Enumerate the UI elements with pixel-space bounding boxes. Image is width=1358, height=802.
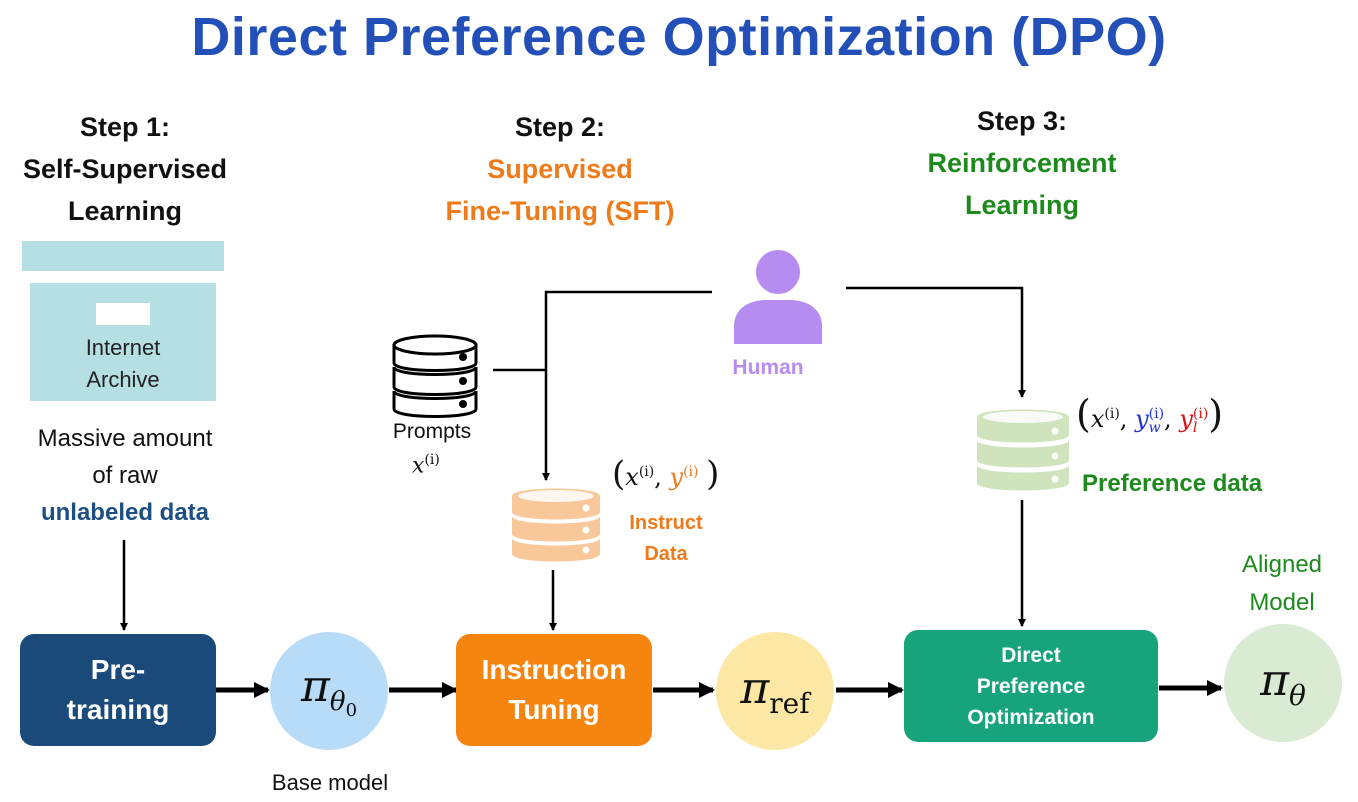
paren-close: ) xyxy=(706,454,720,494)
base-pi: π xyxy=(300,660,330,712)
instruct-tuple: (x(i), y(i) ) xyxy=(612,454,719,494)
tuple-y-sup: (i) xyxy=(683,464,699,480)
ref-pi: π xyxy=(740,662,770,714)
aligned-model-caption: Aligned Model xyxy=(1200,546,1358,622)
instruct-data-line2: Data xyxy=(644,543,688,565)
pref-yw: y xyxy=(1135,405,1149,433)
step-2-title-line2: Fine-Tuning (SFT) xyxy=(445,196,675,226)
aligned-line1: Aligned xyxy=(1241,551,1323,578)
pretraining-line2: training xyxy=(66,694,170,725)
instruction-line1: Instruction xyxy=(481,654,627,685)
step-3-title-line1: Reinforcement xyxy=(927,148,1117,178)
archive-label-line1: Internet xyxy=(85,335,161,360)
diagram-title: Direct Preference Optimization (DPO) xyxy=(191,7,1167,67)
instruct-data-label: Instruct Data xyxy=(606,508,726,570)
pref-yl-sub: l xyxy=(1192,419,1198,436)
pref-comma-2: , xyxy=(1164,405,1172,433)
step-1-title-line2: Learning xyxy=(67,196,182,226)
line-human-to-instruct xyxy=(542,290,712,481)
line-human-to-preference xyxy=(846,286,1026,398)
human-label: Human xyxy=(732,356,804,379)
aligned-pi: π xyxy=(1260,654,1290,706)
comma: , xyxy=(654,463,662,491)
raw-data-caption: Massive amount of raw unlabeled data xyxy=(0,420,250,531)
reference-model-circle: πref xyxy=(716,632,834,750)
step-1-heading: Step 1: Self-Supervised Learning xyxy=(0,106,250,232)
dpo-box: Direct Preference Optimization xyxy=(904,630,1158,742)
raw-data-line3: unlabeled data xyxy=(40,499,210,526)
archive-label-line2: Archive xyxy=(86,367,160,392)
prompts-math: x(i) xyxy=(412,452,440,478)
step-2-title-line1: Supervised xyxy=(487,154,633,184)
instruction-tuning-box: Instruction Tuning xyxy=(456,634,652,746)
pref-yw-sup: (i) xyxy=(1148,405,1165,422)
base-zero: 0 xyxy=(345,700,358,722)
base-theta: θ xyxy=(329,687,346,718)
dpo-line1: Direct xyxy=(1001,643,1061,667)
pref-yw-sub: w xyxy=(1148,419,1161,436)
step-2-label: Step 2: xyxy=(514,112,606,142)
step-3-label: Step 3: xyxy=(976,106,1068,136)
step-1-title-line1: Self-Supervised xyxy=(22,154,228,184)
instruction-line2: Tuning xyxy=(508,694,600,725)
pref-x: x xyxy=(1090,405,1105,433)
raw-data-line2: of raw xyxy=(92,462,158,489)
prompts-sup: (i) xyxy=(424,452,440,468)
pref-comma-1: , xyxy=(1119,405,1128,433)
pretraining-line1: Pre- xyxy=(90,654,146,685)
raw-data-line1: Massive amount xyxy=(37,425,213,452)
preference-database-icon xyxy=(977,409,1069,491)
paren-open: ( xyxy=(612,454,626,494)
dpo-line2: Preference xyxy=(976,674,1086,698)
step-1-label: Step 1: xyxy=(79,112,171,142)
preference-data-label: Preference data xyxy=(1082,470,1263,497)
tuple-x-sup: (i) xyxy=(638,464,655,480)
step-3-heading: Step 3: Reinforcement Learning xyxy=(880,100,1164,226)
instruct-data-line1: Instruct xyxy=(629,512,703,534)
tuple-y: y xyxy=(669,463,684,491)
pref-paren-open: ( xyxy=(1076,392,1091,436)
pref-yl-sup: (i) xyxy=(1192,405,1209,422)
ref-sub: ref xyxy=(769,686,810,720)
base-model-caption: Base model xyxy=(271,770,389,795)
prompts-x: x xyxy=(412,453,425,479)
pref-paren-close: ) xyxy=(1208,392,1224,436)
instruct-database-icon xyxy=(512,488,600,562)
step-3-title-line2: Learning xyxy=(964,190,1079,220)
dpo-line3: Optimization xyxy=(967,705,1095,729)
tuple-x: x xyxy=(625,463,639,491)
aligned-theta: θ xyxy=(1289,678,1306,712)
aligned-model-circle: πθ xyxy=(1224,624,1342,742)
aligned-line2: Model xyxy=(1249,589,1315,616)
step-2-heading: Step 2: Supervised Fine-Tuning (SFT) xyxy=(410,106,710,232)
pretraining-box: Pre- training xyxy=(20,634,216,746)
preference-tuple: (x(i), y(i)w, y(i)l) xyxy=(1076,392,1223,436)
base-model-circle: πθ0 xyxy=(270,632,388,750)
pref-yl: y xyxy=(1179,405,1193,433)
person-icon xyxy=(734,250,822,344)
archive-box-icon: Internet Archive xyxy=(22,241,224,401)
prompts-label: Prompts xyxy=(392,420,472,443)
pref-x-sup: (i) xyxy=(1104,406,1120,422)
database-icon xyxy=(392,334,478,418)
